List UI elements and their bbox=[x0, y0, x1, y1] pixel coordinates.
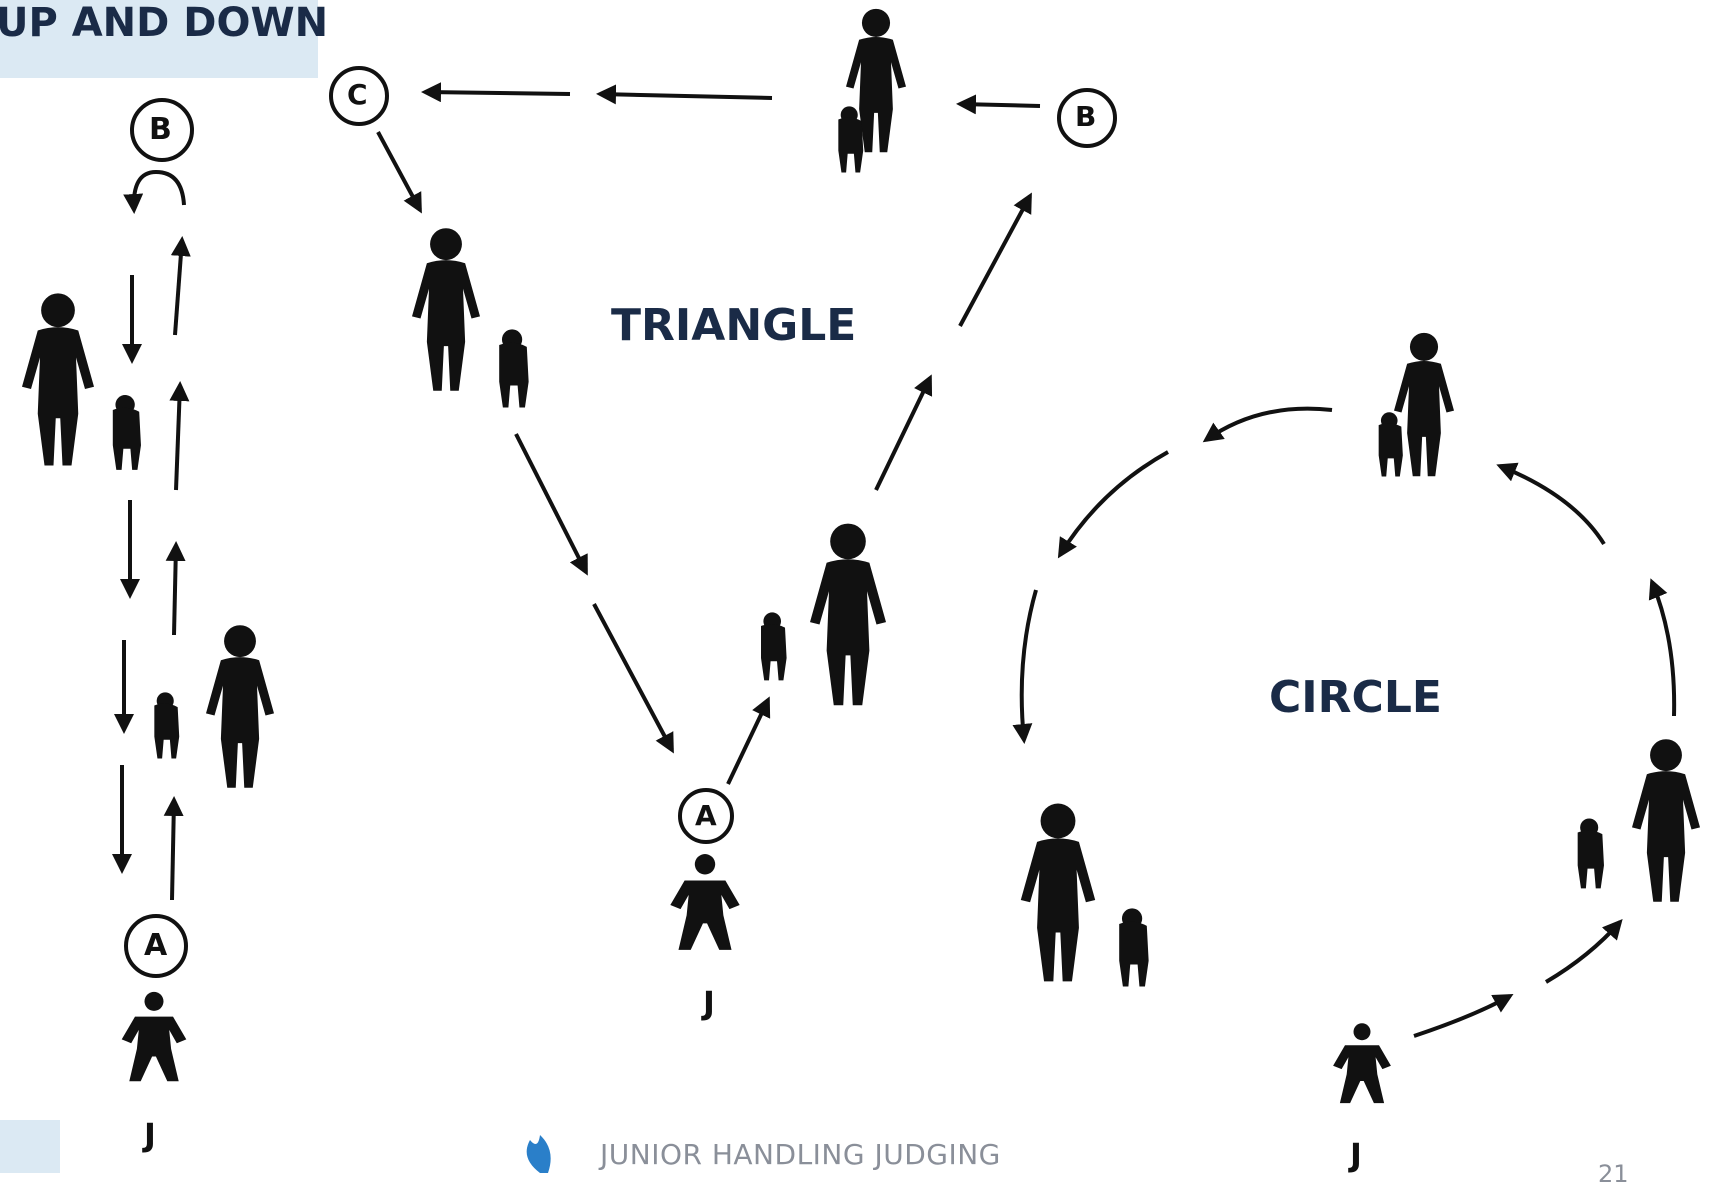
turn-arrow bbox=[123, 169, 186, 214]
corner-accent bbox=[0, 1120, 60, 1173]
handler-figure bbox=[412, 228, 480, 391]
marker-c-circle bbox=[329, 66, 389, 126]
dog-figure bbox=[499, 329, 529, 408]
arrow bbox=[1496, 462, 1606, 546]
handler-figure bbox=[1632, 739, 1700, 902]
dog-figure bbox=[761, 612, 787, 681]
arrow bbox=[726, 696, 771, 785]
arrow bbox=[514, 433, 588, 576]
up-arrow bbox=[170, 236, 191, 336]
marker-a-circle bbox=[124, 914, 188, 978]
handler-figure bbox=[810, 523, 886, 706]
up-and-down-pattern bbox=[22, 98, 274, 1082]
marker-a-label: A bbox=[695, 799, 717, 832]
arrow bbox=[1202, 406, 1333, 443]
arrow bbox=[421, 82, 571, 103]
circle-pattern bbox=[1012, 332, 1700, 1104]
marker-a-circle bbox=[678, 788, 734, 844]
marker-b-label: B bbox=[149, 112, 172, 147]
marker-b-circle bbox=[1057, 88, 1117, 148]
up-arrow bbox=[165, 541, 186, 636]
handler-figure bbox=[1020, 803, 1096, 982]
dog-figure bbox=[1378, 412, 1403, 477]
up-arrow bbox=[163, 796, 184, 901]
judge-label: J bbox=[144, 1116, 156, 1154]
judge-figure bbox=[670, 854, 740, 950]
marker-c-label: C bbox=[347, 78, 368, 111]
arrow bbox=[592, 603, 674, 754]
arrow bbox=[874, 374, 933, 491]
judge-figure bbox=[1333, 1023, 1391, 1104]
footer-logo bbox=[526, 1135, 551, 1173]
dog-figure bbox=[838, 106, 864, 173]
arrow bbox=[1648, 578, 1677, 717]
arrow bbox=[1413, 994, 1514, 1038]
title-up-and-down: UP AND DOWN bbox=[0, 0, 329, 46]
arrow bbox=[1012, 589, 1038, 744]
arrow bbox=[956, 94, 1041, 115]
up-arrow bbox=[169, 381, 190, 491]
page-number: 21 bbox=[1598, 1160, 1629, 1188]
marker-a-label: A bbox=[144, 928, 168, 963]
arrow bbox=[1057, 450, 1169, 559]
marker-b-circle bbox=[130, 98, 194, 162]
arrow bbox=[958, 192, 1032, 327]
arrow bbox=[376, 131, 422, 214]
judge-label: J bbox=[1350, 1136, 1362, 1174]
dog-figure bbox=[1577, 818, 1604, 889]
judge-label: J bbox=[703, 984, 715, 1022]
arrow bbox=[1544, 919, 1623, 984]
dog-figure bbox=[112, 395, 141, 470]
title-circle: CIRCLE bbox=[1269, 672, 1442, 723]
dog-figure bbox=[1119, 908, 1149, 987]
dog-figure bbox=[154, 692, 180, 759]
judge-figure bbox=[121, 991, 187, 1082]
title-band bbox=[0, 0, 318, 78]
marker-b-label: B bbox=[1075, 100, 1097, 133]
triangle-pattern bbox=[329, 8, 1117, 950]
arrow bbox=[596, 84, 773, 105]
handler-figure bbox=[22, 293, 94, 466]
title-triangle: TRIANGLE bbox=[611, 300, 857, 351]
footer-title: JUNIOR HANDLING JUDGING bbox=[600, 1138, 1001, 1171]
handler-figure bbox=[1394, 332, 1454, 477]
handler-figure bbox=[206, 625, 274, 788]
